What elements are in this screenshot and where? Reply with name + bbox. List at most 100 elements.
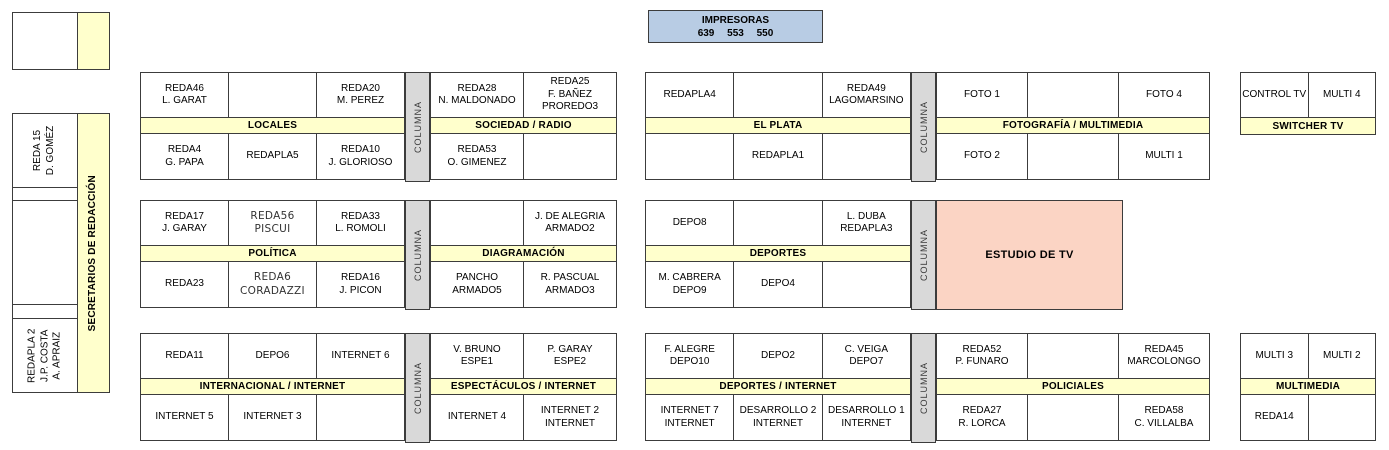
block-multimedia: MULTI 3 MULTI 2 MULTIMEDIA REDA14 xyxy=(1240,333,1376,441)
spacer-cell xyxy=(13,188,77,201)
columna-strip: COLUMNA xyxy=(405,72,430,182)
desk-cell xyxy=(646,134,735,179)
band-label: DEPORTES / INTERNET xyxy=(646,379,910,395)
band-label: FOTOGRAFÍA / MULTIMEDIA xyxy=(937,118,1209,134)
band-label: EL PLATA xyxy=(646,118,910,134)
desk-label: REDA 15 D. GOMÉZ xyxy=(32,125,56,176)
desk-cell: REDAPLA1 xyxy=(734,134,823,179)
block-deportes: DEPO8 L. DUBA REDAPLA3 DEPORTES M. CABRE… xyxy=(645,200,911,308)
desk-cell: REDA49 LAGOMARSINO xyxy=(829,82,904,107)
band-label: POLÍTICA xyxy=(141,246,404,262)
band-label: INTERNACIONAL / INTERNET xyxy=(141,379,404,395)
desk-cell xyxy=(1028,73,1119,117)
block-politica: REDA17 J. GARAY REDA56 PISCUI REDA33 L. … xyxy=(140,200,405,308)
desk-cell xyxy=(1309,395,1376,440)
desk-cell: REDA11 xyxy=(141,334,229,378)
desk-cell: DESARROLLO 2 INTERNET xyxy=(734,395,823,440)
block-espectaculos-internet: V. BRUNO ESPE1 P. GARAY ESPE2 ESPECTÁCUL… xyxy=(430,333,617,441)
desk-redapla2: REDAPLA 2 J.P. COSTA A. APRAIZ xyxy=(13,319,77,392)
desk-label: REDAPLA 2 J.P. COSTA A. APRAIZ xyxy=(26,328,63,383)
desk-cell xyxy=(431,201,524,245)
block-locales: REDA46 L. GARAT REDA20 M. PEREZ LOCALES … xyxy=(140,72,405,180)
spacer-cell xyxy=(13,305,77,319)
desk-cell xyxy=(1028,134,1119,179)
empty-desk-cell xyxy=(13,201,77,305)
impresoras-numbers: 639 553 550 xyxy=(697,27,774,39)
band-label: ESPECTÁCULOS / INTERNET xyxy=(431,379,616,395)
desk-cell xyxy=(734,201,823,245)
columna-strip: COLUMNA xyxy=(405,333,430,443)
band-label: SOCIEDAD / RADIO xyxy=(431,118,616,134)
empty-room-yellow-cell xyxy=(78,13,109,69)
desk-cell: REDA45 MARCOLONGO xyxy=(1127,343,1201,368)
desk-cell: CONTROL TV xyxy=(1241,73,1309,117)
desk-cell: FOTO 2 xyxy=(937,134,1028,179)
band-label: MULTIMEDIA xyxy=(1241,379,1375,395)
desk-cell: L. DUBA REDAPLA3 xyxy=(840,210,893,235)
desk-cell xyxy=(734,73,823,117)
desk-cell: REDA52 P. FUNARO xyxy=(937,334,1028,378)
desk-cell: REDAPLA4 xyxy=(646,73,735,117)
columna-strip: COLUMNA xyxy=(911,333,936,443)
desk-cell: REDA25 F. BAÑEZ PROREDO3 xyxy=(541,76,599,113)
columna-strip: COLUMNA xyxy=(911,72,936,182)
band-label: LOCALES xyxy=(141,118,404,134)
desk-cell: REDA23 xyxy=(141,262,229,307)
desk-cell xyxy=(823,262,910,307)
band-label: DIAGRAMACIÓN xyxy=(431,246,616,262)
desk-cell: REDA17 J. GARAY xyxy=(141,201,229,245)
desk-cell: INTERNET 5 xyxy=(141,395,229,440)
desk-cell: DEPO2 xyxy=(734,334,823,378)
desk-cell: F. ALEGRE DEPO10 xyxy=(646,334,735,378)
desk-cell: REDA16 J. PICON xyxy=(339,272,382,296)
desk-cell: REDA6 CORADAZZI xyxy=(229,262,317,307)
desk-cell: P. GARAY ESPE2 xyxy=(547,343,593,368)
desk-cell: R. PASCUAL ARMADO3 xyxy=(540,272,600,296)
block-internacional-internet: REDA11 DEPO6 INTERNET 6 INTERNACIONAL / … xyxy=(140,333,405,441)
desk-cell: INTERNET 7 INTERNET xyxy=(646,395,735,440)
desk-cell: INTERNET 6 xyxy=(331,349,390,361)
desk-cell xyxy=(524,134,616,179)
desk-cell: V. BRUNO ESPE1 xyxy=(431,334,524,378)
desk-cell: C. VEIGA DEPO7 xyxy=(844,343,888,368)
desk-cell: FOTO 4 xyxy=(1146,88,1182,100)
columna-label: COLUMNA xyxy=(918,228,929,282)
block-switcher-tv: CONTROL TV MULTI 4 SWITCHER TV xyxy=(1240,72,1376,135)
desk-cell: DESARROLLO 1 INTERNET xyxy=(827,405,905,429)
desk-cell: REDA28 N. MALDONADO xyxy=(431,73,524,117)
block-el-plata: REDAPLA4 REDA49 LAGOMARSINO EL PLATA RED… xyxy=(645,72,911,180)
desk-cell: DEPO4 xyxy=(734,262,823,307)
secretarios-label: SECRETARIOS DE REDACCIÓN xyxy=(87,174,99,332)
desk-cell: REDA20 M. PEREZ xyxy=(336,82,385,107)
desk-cell: DEPO8 xyxy=(646,201,735,245)
block-diagramacion: J. DE ALEGRIA ARMADO2 DIAGRAMACIÓN PANCH… xyxy=(430,200,617,308)
columna-strip: COLUMNA xyxy=(911,200,936,310)
empty-room-box xyxy=(12,12,110,70)
desk-cell: REDAPLA5 xyxy=(229,134,317,179)
desk-cell: REDA27 R. LORCA xyxy=(937,395,1028,440)
block-deportes-internet: F. ALEGRE DEPO10 DEPO2 C. VEIGA DEPO7 DE… xyxy=(645,333,911,441)
columna-label: COLUMNA xyxy=(412,100,423,154)
columna-label: COLUMNA xyxy=(918,100,929,154)
impresoras-title: IMPRESORAS xyxy=(701,14,770,26)
desk-cell: REDA53 O. GIMENEZ xyxy=(431,134,524,179)
columna-label: COLUMNA xyxy=(918,361,929,415)
columna-label: COLUMNA xyxy=(412,228,423,282)
desk-cell: REDA46 L. GARAT xyxy=(141,73,229,117)
desk-cell: J. DE ALEGRIA ARMADO2 xyxy=(534,210,606,235)
desk-cell: MULTI 3 xyxy=(1241,334,1309,378)
desk-cell: FOTO 1 xyxy=(937,73,1028,117)
estudio-de-tv-area: ESTUDIO DE TV xyxy=(936,200,1123,310)
desk-cell: MULTI 4 xyxy=(1322,88,1361,100)
desk-cell: REDA56 PISCUI xyxy=(229,201,317,245)
desk-cell xyxy=(1028,334,1119,378)
secretarios-column: REDA 15 D. GOMÉZ REDAPLA 2 J.P. COSTA A.… xyxy=(12,113,110,393)
desk-cell: M. CABRERA DEPO9 xyxy=(646,262,735,307)
desk-cell xyxy=(1028,395,1119,440)
secretarios-band: SECRETARIOS DE REDACCIÓN xyxy=(78,114,109,392)
desk-cell: INTERNET 4 xyxy=(431,395,524,440)
impresoras-box: IMPRESORAS 639 553 550 xyxy=(648,10,823,43)
desk-cell xyxy=(823,134,910,179)
desk-cell: REDA10 J. GLORIOSO xyxy=(328,144,393,168)
desk-cell: INTERNET 2 INTERNET xyxy=(540,405,600,429)
